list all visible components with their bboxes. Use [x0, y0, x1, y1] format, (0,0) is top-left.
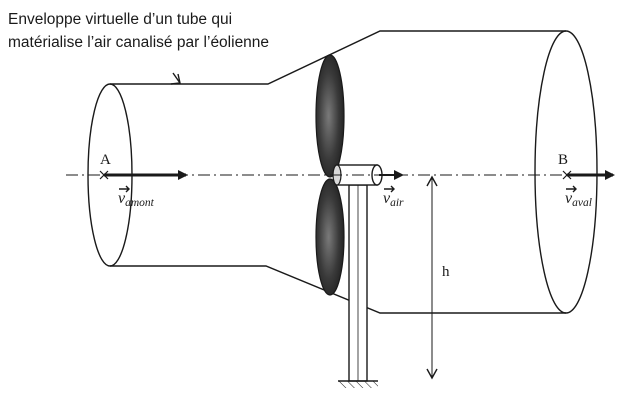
point-b-label: B	[558, 152, 568, 168]
v-air-label: vair	[383, 185, 404, 209]
svg-text:vaval: vaval	[565, 190, 592, 209]
outlet-ellipse	[534, 30, 598, 314]
height-label: h	[442, 264, 450, 280]
v-aval-label: vaval	[565, 185, 592, 209]
ground-hatch	[338, 381, 378, 388]
upper-blade	[315, 54, 345, 178]
point-a-label: A	[100, 152, 111, 168]
caption-line-2: matérialise l’air canalisé par l’éolienn…	[8, 34, 269, 51]
wind-turbine-mast	[338, 184, 378, 388]
caption-pointer	[170, 72, 181, 85]
tube-envelope	[87, 30, 598, 314]
height-dimension: h	[426, 175, 450, 380]
tube-upper-outline	[110, 30, 566, 85]
v-amont-label: vamont	[118, 185, 155, 209]
tube-lower-outline	[110, 265, 566, 314]
rotor-blades	[315, 54, 345, 296]
lower-blade	[315, 178, 345, 296]
caption-line-1: Enveloppe virtuelle d’un tube qui	[8, 11, 232, 28]
svg-text:vamont: vamont	[118, 190, 155, 209]
svg-text:vair: vair	[383, 190, 404, 209]
